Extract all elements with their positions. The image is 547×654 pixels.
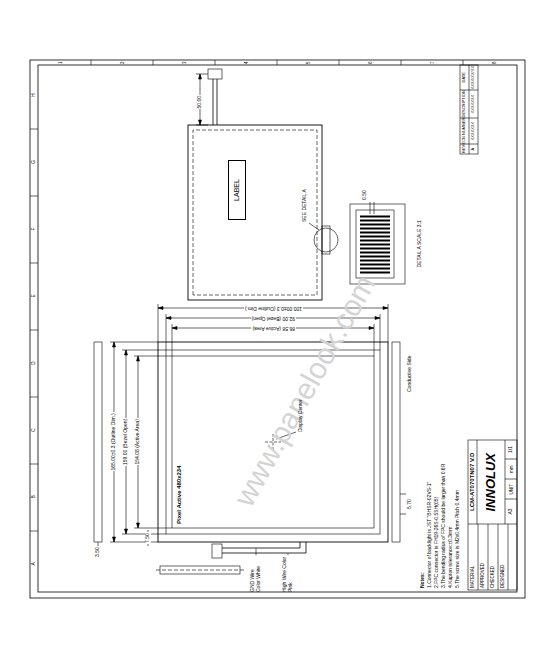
border-tick: [277, 60, 278, 65]
resolution-label: Pixel Active 480x234: [176, 466, 183, 525]
title-cell: mm: [509, 466, 514, 474]
border-tick: [91, 60, 92, 65]
dimension: 92.00 (Bezel Open): [250, 315, 295, 321]
notes-heading: Notes:: [420, 572, 426, 588]
border-tick: [30, 531, 38, 532]
part-number: LCM-AT070TN07 V.D: [469, 453, 476, 511]
border-tick: [30, 464, 38, 465]
revision-cell: XXXX/XX/XX: [471, 66, 476, 90]
border-tick: [30, 263, 38, 264]
border-tick: [30, 129, 38, 130]
revision-cell: XXXXXXX: [471, 95, 476, 114]
grid-reference: C: [31, 428, 37, 432]
note-line: 1.Connector of backlight is JST "BHSR-02…: [427, 482, 433, 588]
label-area: LABEL: [228, 160, 246, 220]
side-label: Conductive Side: [407, 356, 413, 392]
dimension: 3.50: [95, 547, 101, 557]
grid-reference: 8: [492, 61, 497, 64]
border-tick: [30, 330, 38, 331]
note-line: 5.The screw size is M2x0.4mm Pitch 0.4mm: [455, 490, 461, 588]
grid-reference: A: [31, 562, 37, 565]
detail-title: DETAIL A SCALE 3:1: [417, 220, 423, 267]
detail-callout: SEE DETAIL A: [302, 189, 308, 222]
dimension: 165.00±0.3 (Outline Dim.): [111, 412, 117, 471]
dimension: 100.00±0.3 (Outline Dim.): [243, 305, 302, 311]
dimension: 154.08 (Active Area): [135, 418, 141, 465]
company-logo: INNOLUX: [484, 453, 499, 512]
note-line: 4.Kapton tolerance:±0.3mm: [448, 527, 454, 588]
grid-reference: H: [31, 93, 37, 97]
grid-reference: 6: [368, 61, 373, 64]
dimension: 159.00 (Bezel Open): [123, 418, 129, 466]
title-cell: CHECKED: [490, 566, 495, 588]
border-tick: [401, 60, 402, 65]
note-line: 2.FPC connector is FH19-26S-0.5SH(05): [434, 497, 440, 588]
grid-reference: 5: [306, 61, 311, 64]
dimension: 5.70: [407, 499, 413, 509]
dimension: 7.50: [145, 532, 151, 544]
grid-reference: 3: [182, 61, 187, 64]
grid-reference: E: [31, 294, 37, 297]
grid-reference: G: [31, 160, 37, 164]
grid-reference: 1: [58, 61, 63, 64]
title-cell: 1/1: [508, 446, 514, 453]
title-cell: MATERIAL: [470, 566, 475, 588]
grid-reference: F: [31, 227, 37, 230]
wire-label: GND Wire Color White: [250, 556, 262, 592]
border-tick: [30, 196, 38, 197]
border-tick: [153, 60, 154, 65]
revision-cell: REV: [462, 145, 467, 153]
wire-label: High Wire Color Pink: [282, 556, 294, 592]
revision-cell: XXXXXXX: [471, 122, 476, 141]
center-callout: Display Center: [298, 399, 304, 432]
grid-reference: 2: [120, 61, 125, 64]
revision-cell: DATE: [462, 72, 467, 82]
border-tick: [463, 60, 464, 65]
title-cell: APPROVED: [480, 563, 485, 588]
revision-cell: A: [471, 148, 476, 151]
label-text: LABEL: [233, 179, 241, 201]
grid-reference: 4: [244, 61, 249, 64]
border-tick: [215, 60, 216, 65]
grid-reference: D: [31, 361, 37, 365]
grid-reference: 7: [430, 61, 435, 64]
revision-cell: ECN NUMBER: [462, 118, 467, 145]
title-cell: UNIT: [509, 484, 514, 495]
title-cell: A3: [508, 508, 514, 514]
border-tick: [30, 397, 38, 398]
note-line: 3.The bending radius of FPC should be la…: [441, 464, 447, 588]
border-tick: [339, 60, 340, 65]
revision-cell: DESCRIPTION: [462, 90, 467, 117]
dimension: 50.00: [197, 95, 203, 110]
dimension: 0.50: [362, 190, 368, 200]
dimension: 86.58 (Active Area): [251, 325, 296, 331]
title-cell: DESIGNED: [500, 564, 505, 588]
grid-reference: B: [31, 495, 37, 498]
